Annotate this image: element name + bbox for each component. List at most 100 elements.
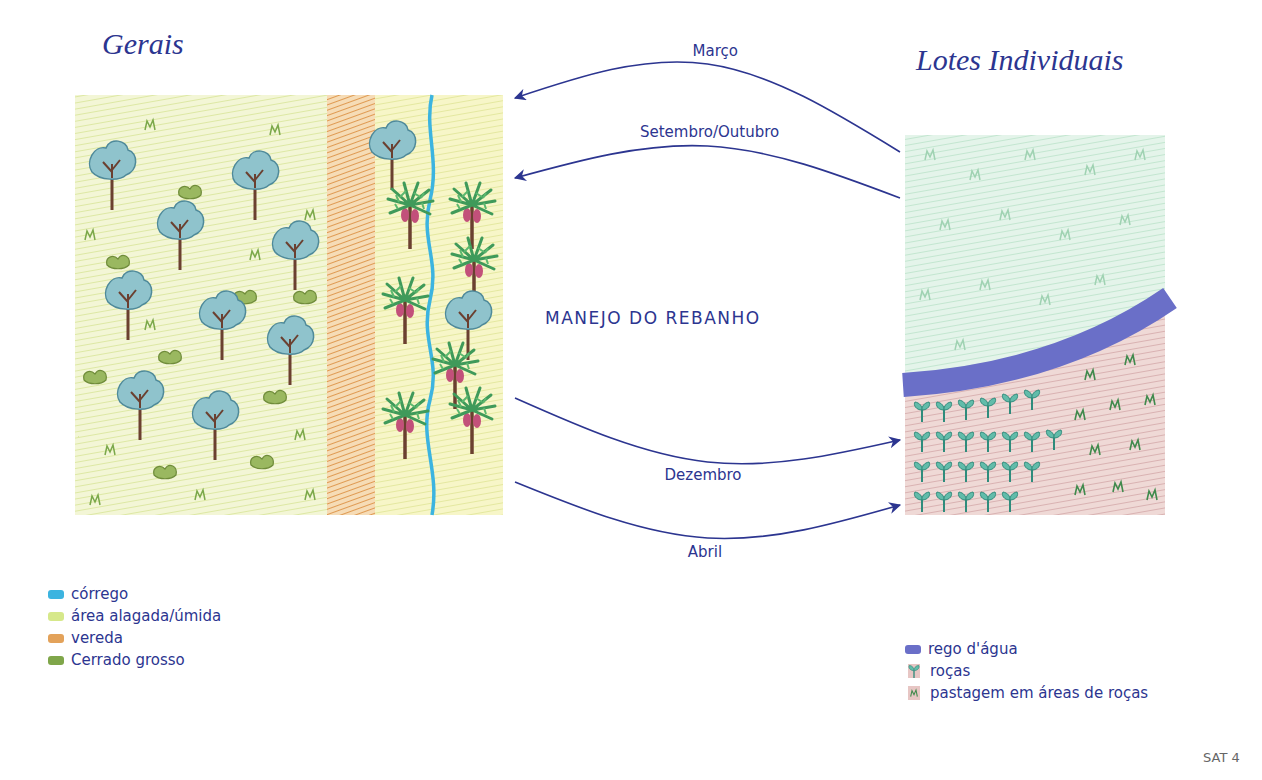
legend-text: área alagada/úmida — [71, 607, 221, 625]
buriti-palm — [388, 183, 433, 249]
grass-tuft — [305, 490, 315, 500]
grass-tuft — [980, 280, 990, 290]
legend-text: vereda — [71, 629, 123, 647]
tree — [158, 201, 204, 270]
crop-plant — [914, 492, 929, 512]
crop-plant — [1002, 432, 1017, 452]
legend-swatch — [48, 634, 64, 643]
migration-arrow — [515, 398, 900, 464]
grass-tuft — [1130, 440, 1140, 450]
region-node: Lotes Individuais — [900, 22, 1172, 517]
month-label: Setembro/Outubro — [636, 123, 783, 141]
grass-tuft — [270, 125, 280, 135]
legend-swatch — [48, 656, 64, 665]
legend-entry: vereda — [48, 629, 123, 647]
legend-entry: rego d'água — [905, 640, 1018, 658]
grass-tuft — [1125, 355, 1135, 365]
tree — [446, 291, 492, 360]
crop-plant — [914, 432, 929, 452]
grass-tuft — [1085, 165, 1095, 175]
legend-text: córrego — [71, 585, 128, 603]
tree — [200, 291, 246, 360]
grass-tuft — [1113, 482, 1123, 492]
grass-tuft — [1147, 490, 1157, 500]
grass-tuft — [1060, 230, 1070, 240]
crop-plants — [914, 390, 1061, 512]
migration-arrow — [515, 482, 900, 539]
buriti-palm — [433, 343, 478, 409]
shrub — [159, 350, 182, 363]
legend-entry: pastagem em áreas de roças — [905, 684, 1148, 702]
month-label: Dezembro — [661, 466, 746, 484]
shrub — [84, 370, 107, 383]
grass-tuft — [195, 490, 205, 500]
center-title: MANEJO DO REBANHO — [545, 308, 761, 328]
grass-tuft — [1145, 395, 1155, 405]
shrub — [294, 290, 317, 303]
grass-tuft — [295, 430, 305, 440]
grass-tuft — [920, 290, 930, 300]
crop-plant — [980, 432, 995, 452]
vereda-band — [327, 95, 375, 515]
month-label: Abril — [684, 543, 726, 561]
tree — [268, 316, 314, 385]
grass-tuft — [1000, 210, 1010, 220]
grass-tuft — [85, 230, 95, 240]
legend-text: Cerrado grosso — [71, 651, 185, 669]
migration-arrow — [515, 62, 900, 152]
crop-plant — [914, 402, 929, 422]
crop-plant — [1002, 394, 1017, 414]
grass-tuft — [105, 445, 115, 455]
tree — [193, 391, 239, 460]
tree — [90, 141, 136, 210]
grass-tuft — [955, 340, 965, 350]
grass-tuft — [1085, 370, 1095, 380]
grass-tuft — [1120, 215, 1130, 225]
sheet-mark: SAT 4 — [1203, 750, 1240, 766]
grass-tuft — [1040, 295, 1050, 305]
grass-tuft — [250, 250, 260, 260]
grass-tuft — [305, 210, 315, 220]
legend-entry: área alagada/úmida — [48, 607, 221, 625]
grass-tuft — [1075, 410, 1085, 420]
buriti-palm — [383, 393, 428, 459]
crop-plant — [936, 402, 951, 422]
tree — [106, 271, 152, 340]
crop-plant — [1024, 462, 1039, 482]
crop-plant — [914, 462, 929, 482]
crop-plant — [980, 398, 995, 418]
grass-tuft — [1095, 275, 1105, 285]
buriti-palm — [450, 388, 495, 454]
crop-plant — [980, 492, 995, 512]
grass-tuft — [145, 120, 155, 130]
crop-plant — [980, 462, 995, 482]
sample-ground — [908, 686, 920, 700]
legend-swatch — [48, 612, 64, 621]
crop-plant — [1046, 430, 1061, 450]
tree — [233, 151, 279, 220]
region-heading: Gerais — [102, 26, 184, 62]
tree — [370, 121, 416, 190]
shrub — [107, 255, 130, 268]
crop-plant — [936, 492, 951, 512]
crop-plant — [1002, 492, 1017, 512]
grass-tuft — [970, 170, 980, 180]
grass-tuft — [1090, 445, 1100, 455]
migration-arrow — [515, 146, 900, 198]
grass-tuft — [911, 690, 918, 697]
stream — [427, 95, 434, 515]
grass-tuft — [90, 495, 100, 505]
water-channel — [903, 298, 1170, 385]
crop-plant — [958, 400, 973, 420]
grass-tuft — [1110, 400, 1120, 410]
shrub — [264, 390, 287, 403]
grass-tuft — [1025, 150, 1035, 160]
legend-text: roças — [930, 662, 970, 680]
cerrado-trees — [90, 141, 319, 460]
legend-sample — [905, 664, 923, 678]
shrub — [154, 465, 177, 478]
legend-swatch — [48, 590, 64, 599]
legend-text: rego d'água — [928, 640, 1018, 658]
